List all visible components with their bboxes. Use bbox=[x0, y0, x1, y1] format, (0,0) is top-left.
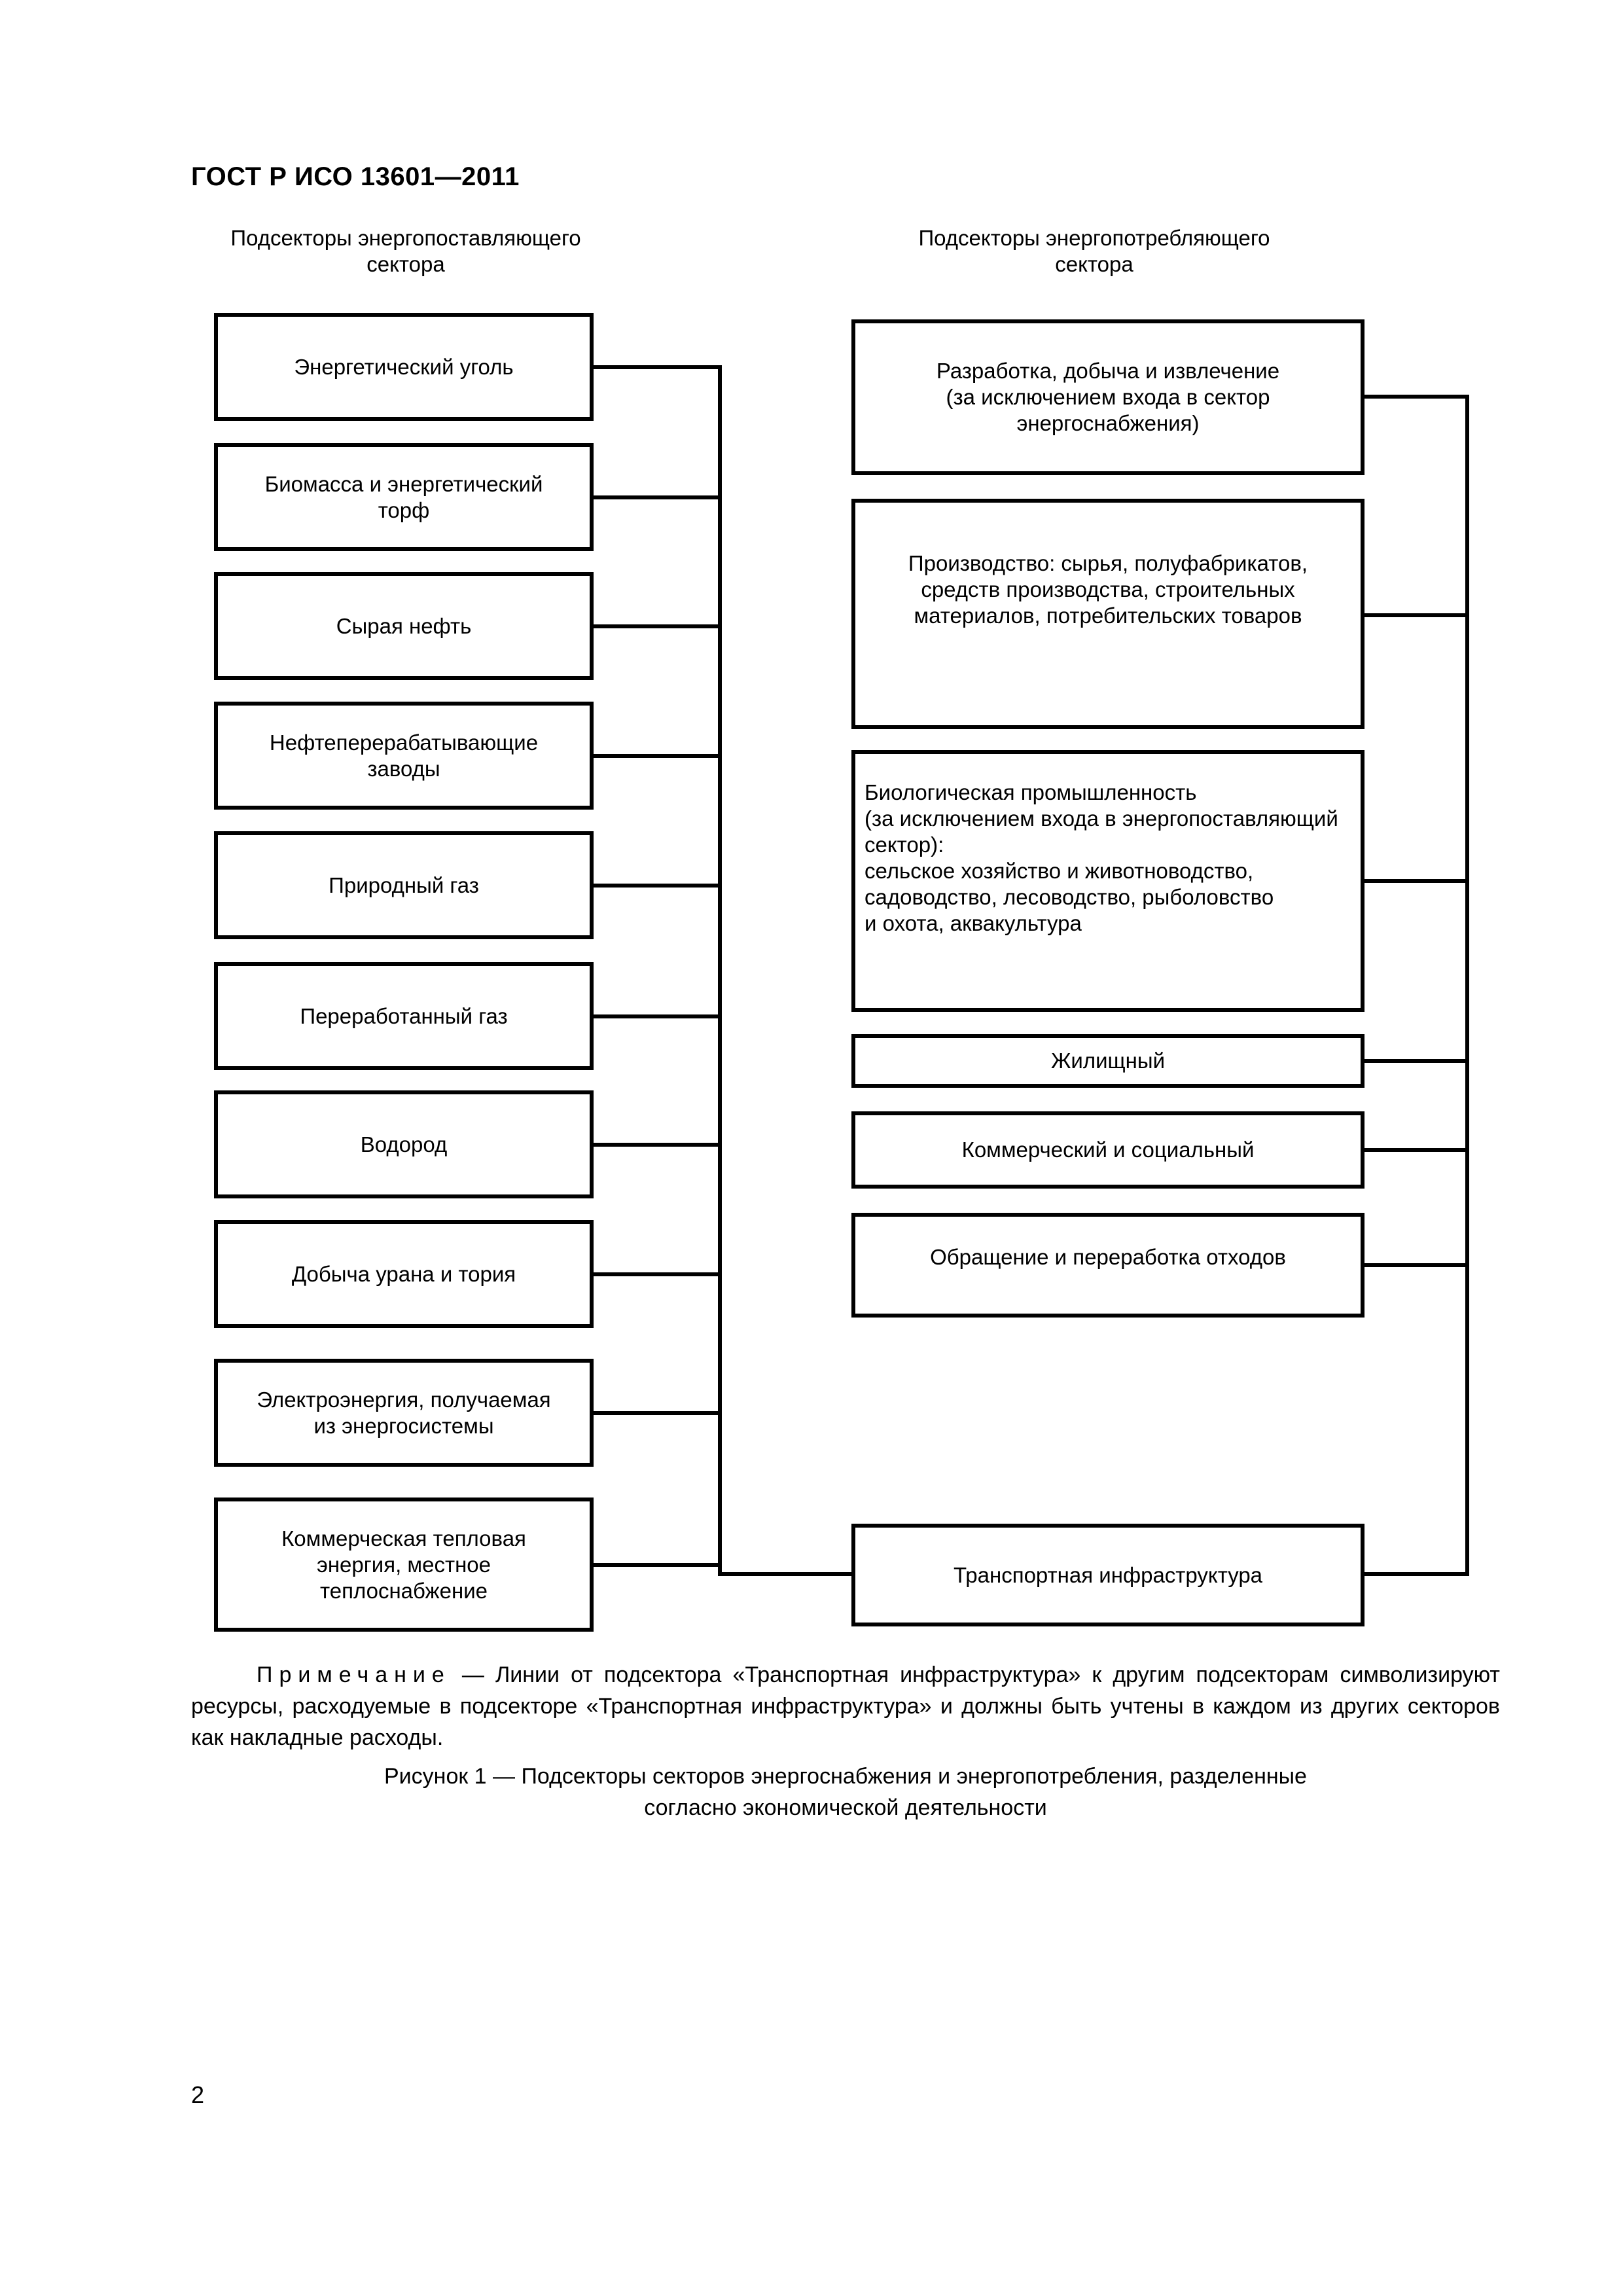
transport-link-line bbox=[718, 1572, 853, 1576]
text-line: Обращение и переработка отходов bbox=[930, 1244, 1286, 1269]
supply-column-heading: Подсекторы энергопоставляющего сектора bbox=[203, 225, 609, 278]
demand-box-manufacturing: Производство: сырья, полуфабрикатов, сре… bbox=[851, 499, 1364, 729]
text-line: Добыча урана и тория bbox=[291, 1261, 516, 1286]
document-header-title: ГОСТ Р ИСО 13601—2011 bbox=[191, 162, 520, 191]
supply-connector-bus bbox=[718, 365, 722, 1576]
supply-box-label: Переработанный газ bbox=[300, 1003, 507, 1030]
text-line: Природный газ bbox=[329, 872, 479, 897]
text-line: теплоснабжение bbox=[320, 1578, 488, 1603]
supply-box-label: Нефтеперерабатывающие заводы bbox=[270, 730, 538, 782]
text-line: заводы bbox=[367, 756, 440, 781]
text-line: Транспортная инфраструктура bbox=[953, 1562, 1263, 1587]
supply-box-energy-coal: Энергетический уголь bbox=[214, 313, 594, 421]
demand-box-label: Обращение и переработка отходов bbox=[930, 1244, 1286, 1270]
supply-box-crude-oil: Сырая нефть bbox=[214, 572, 594, 680]
demand-connector-stub bbox=[1364, 1148, 1469, 1152]
supply-box-grid-electricity: Электроэнергия, получаемая из энергосист… bbox=[214, 1359, 594, 1467]
supply-connector-stub bbox=[594, 1272, 722, 1276]
supply-connector-stub bbox=[594, 754, 722, 758]
supply-box-uranium-thorium: Добыча урана и тория bbox=[214, 1220, 594, 1328]
text-line: Жилищный bbox=[1050, 1049, 1166, 1073]
demand-box-transport-infrastructure: Транспортная инфраструктура bbox=[851, 1524, 1364, 1626]
supply-box-label: Сырая нефть bbox=[336, 613, 472, 639]
caption-line2: согласно экономической деятельности bbox=[644, 1795, 1047, 1820]
supply-box-natural-gas: Природный газ bbox=[214, 831, 594, 939]
text-line: Электроэнергия, получаемая bbox=[257, 1387, 551, 1412]
supply-box-refineries: Нефтеперерабатывающие заводы bbox=[214, 702, 594, 810]
supply-box-label: Природный газ bbox=[329, 872, 479, 899]
supply-box-label: Электроэнергия, получаемая из энергосист… bbox=[257, 1387, 550, 1439]
text-line: Коммерческий и социальный bbox=[961, 1138, 1255, 1162]
supply-connector-stub bbox=[594, 624, 722, 628]
demand-connector-stub bbox=[1364, 1059, 1469, 1063]
supply-box-label: Биомасса и энергетический торф bbox=[265, 471, 543, 524]
supply-box-label: Энергетический уголь bbox=[294, 354, 513, 380]
supply-connector-stub bbox=[594, 1563, 722, 1567]
supply-box-label: Добыча урана и тория bbox=[292, 1261, 516, 1287]
text-line: торф bbox=[378, 497, 430, 522]
text-line: Коммерческая тепловая bbox=[281, 1526, 526, 1551]
supply-box-label: Коммерческая тепловая энергия, местное т… bbox=[281, 1526, 526, 1604]
demand-box-label: Производство: сырья, полуфабрикатов, сре… bbox=[908, 550, 1308, 629]
text-line: (за исключением входа в энергопоставляющ… bbox=[865, 806, 1338, 831]
demand-box-commercial-social: Коммерческий и социальный bbox=[851, 1111, 1364, 1189]
demand-box-label: Разработка, добыча и извлечение (за искл… bbox=[936, 358, 1279, 437]
demand-heading-line2: сектора bbox=[1055, 252, 1133, 276]
text-line: сельское хозяйство и животноводство, bbox=[865, 859, 1254, 883]
supply-connector-stub bbox=[594, 1014, 722, 1018]
demand-heading-line1: Подсекторы энергопотребляющего bbox=[918, 226, 1270, 250]
demand-connector-stub bbox=[1364, 1263, 1469, 1267]
text-line: энергоснабжения) bbox=[1016, 411, 1200, 435]
supply-connector-stub bbox=[594, 365, 722, 369]
demand-connector-stub bbox=[1364, 395, 1469, 399]
supply-connector-stub bbox=[594, 1143, 722, 1147]
demand-box-label: Биологическая промышленность (за исключе… bbox=[865, 780, 1338, 937]
text-line: Производство: сырья, полуфабрикатов, bbox=[908, 550, 1308, 575]
text-line: Биомасса и энергетический bbox=[264, 471, 543, 496]
demand-connector-stub bbox=[1364, 613, 1469, 617]
text-line: Энергетический уголь bbox=[294, 354, 514, 379]
supply-connector-stub bbox=[594, 1411, 722, 1415]
figure-note: Примечание — Линии от подсектора «Трансп… bbox=[191, 1659, 1500, 1753]
supply-box-hydrogen: Водород bbox=[214, 1090, 594, 1198]
supply-heading-line2: сектора bbox=[366, 252, 445, 276]
supply-heading-line1: Подсекторы энергопоставляющего bbox=[230, 226, 581, 250]
note-label: Примечание bbox=[257, 1662, 451, 1687]
text-line: сектор): bbox=[865, 833, 944, 857]
supply-box-processed-gas: Переработанный газ bbox=[214, 962, 594, 1070]
demand-connector-stub bbox=[1364, 1572, 1469, 1576]
text-line: Водород bbox=[360, 1132, 448, 1157]
figure-caption: Рисунок 1 — Подсекторы секторов энергосн… bbox=[191, 1761, 1500, 1823]
page-number: 2 bbox=[191, 2081, 205, 2108]
text-line: садоводство, лесоводство, рыболовство bbox=[865, 885, 1274, 909]
text-line: Нефтеперерабатывающие bbox=[269, 730, 539, 755]
text-line: средств производства, строительных bbox=[921, 577, 1295, 601]
supply-connector-stub bbox=[594, 884, 722, 888]
text-line: материалов, потребительских товаров bbox=[914, 603, 1302, 628]
text-line: Разработка, добыча и извлечение bbox=[936, 359, 1280, 383]
text-line: энергия, местное bbox=[316, 1552, 491, 1577]
supply-connector-stub bbox=[594, 495, 722, 499]
demand-box-label: Жилищный bbox=[1051, 1048, 1165, 1074]
note-text: — Линии от подсектора «Транспортная инфр… bbox=[191, 1662, 1500, 1750]
demand-box-extraction: Разработка, добыча и извлечение (за искл… bbox=[851, 319, 1364, 475]
demand-box-biological-industry: Биологическая промышленность (за исключе… bbox=[851, 750, 1364, 1012]
text-line: и охота, аквакультура bbox=[865, 911, 1082, 935]
demand-column-heading: Подсекторы энергопотребляющего сектора bbox=[891, 225, 1297, 278]
caption-line1: Рисунок 1 — Подсекторы секторов энергосн… bbox=[384, 1764, 1307, 1789]
supply-box-biomass-peat: Биомасса и энергетический торф bbox=[214, 443, 594, 551]
supply-box-label: Водород bbox=[361, 1132, 447, 1158]
demand-box-residential: Жилищный bbox=[851, 1034, 1364, 1088]
demand-box-label: Коммерческий и социальный bbox=[962, 1137, 1255, 1163]
text-line: из энергосистемы bbox=[313, 1413, 494, 1438]
demand-box-waste-handling: Обращение и переработка отходов bbox=[851, 1213, 1364, 1318]
text-line: Переработанный газ bbox=[300, 1003, 508, 1028]
demand-connector-stub bbox=[1364, 879, 1469, 883]
supply-box-commercial-heat: Коммерческая тепловая энергия, местное т… bbox=[214, 1498, 594, 1632]
text-line: Биологическая промышленность bbox=[865, 780, 1197, 804]
demand-box-label: Транспортная инфраструктура bbox=[954, 1562, 1262, 1588]
text-line: (за исключением входа в сектор bbox=[946, 385, 1270, 409]
demand-connector-bus bbox=[1465, 395, 1469, 1576]
text-line: Сырая нефть bbox=[336, 613, 472, 638]
